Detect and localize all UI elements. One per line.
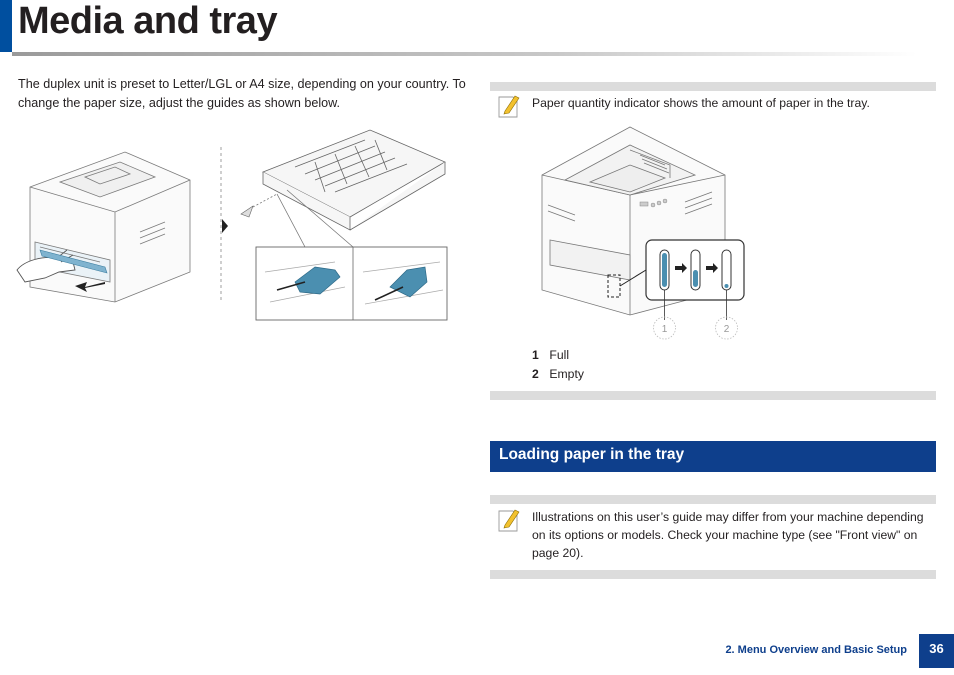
intro-paragraph: The duplex unit is preset to Letter/LGL … xyxy=(18,77,466,110)
page-number: 36 xyxy=(919,634,954,668)
arrow-icon xyxy=(675,263,687,273)
title-divider xyxy=(12,52,917,56)
legend-number: 1 xyxy=(532,348,539,362)
legend-label: Full xyxy=(549,348,570,362)
footer-chapter: 2. Menu Overview and Basic Setup xyxy=(725,644,907,656)
note2-text: Illustrations on this user’s guide may d… xyxy=(532,510,924,560)
legend-label: Empty xyxy=(549,367,584,381)
note1-bottom-bar xyxy=(490,391,936,400)
callout-2-label: 2 xyxy=(724,324,730,335)
note-top-bar xyxy=(490,82,936,91)
blue-tray-guide xyxy=(39,249,108,274)
legend-item: 1 Full xyxy=(532,348,569,362)
legend-number: 2 xyxy=(532,367,539,381)
note2-bottom-bar xyxy=(490,570,936,579)
duplex-unit-drawing xyxy=(262,129,446,231)
note2-top-bar xyxy=(490,495,936,504)
section-header: Loading paper in the tray xyxy=(490,441,936,472)
note-paper-indicator xyxy=(490,82,936,112)
callout-2-marker xyxy=(715,316,738,340)
note-pencil-icon xyxy=(498,509,520,532)
pointer-triangle xyxy=(222,219,228,233)
callout-1-marker xyxy=(653,316,676,340)
paper-level-indicator-detail xyxy=(645,239,745,301)
page-title: Media and tray xyxy=(18,0,278,42)
paper-level-illustration: 1 2 xyxy=(541,126,745,340)
callout-1-label: 1 xyxy=(662,324,668,335)
duplex-guide-illustration xyxy=(16,129,448,321)
note-illustration-disclaimer xyxy=(490,495,936,504)
printer-drawing xyxy=(29,151,191,303)
arrow-icon-2 xyxy=(706,263,718,273)
pull-arrow xyxy=(75,282,105,292)
note-pencil-icon xyxy=(498,95,520,118)
guide-detail-inset xyxy=(255,246,448,321)
note1-text: Paper quantity indicator shows the amoun… xyxy=(532,96,870,110)
section-title: Loading paper in the tray xyxy=(499,446,685,463)
guide-left xyxy=(294,266,341,295)
legend-item: 2 Empty xyxy=(532,367,584,381)
control-panel xyxy=(639,198,668,208)
title-accent-bar xyxy=(0,0,12,52)
